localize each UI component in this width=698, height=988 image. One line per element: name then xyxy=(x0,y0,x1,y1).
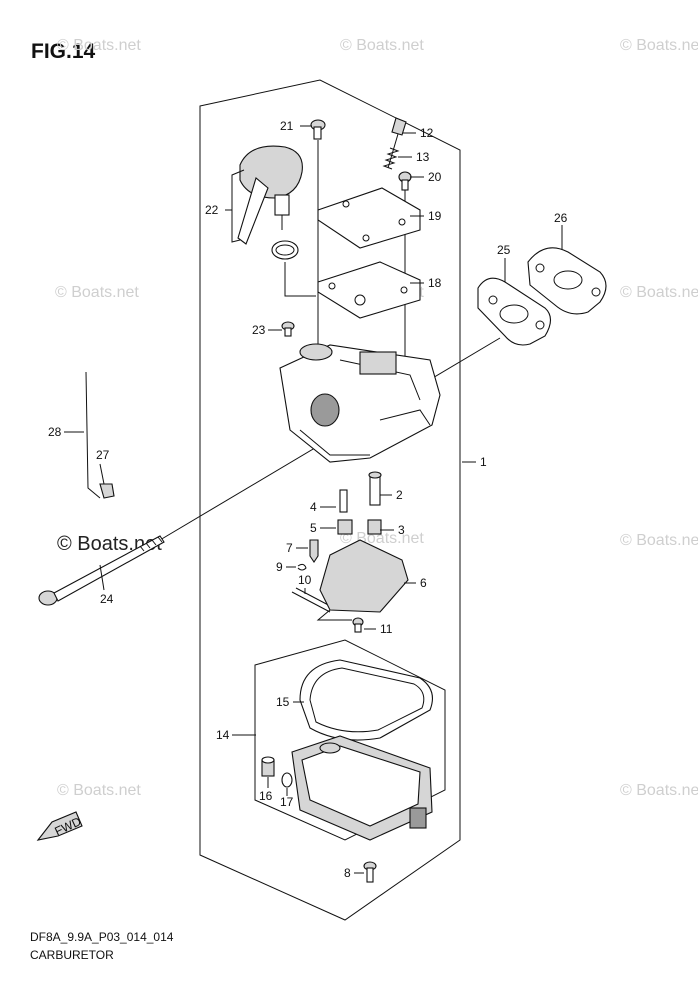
jet-3-part xyxy=(367,519,382,535)
rod-clip-27-part xyxy=(99,483,115,499)
screw-11-part xyxy=(352,617,364,633)
callout-23: 23 xyxy=(252,323,266,337)
callout-4: 4 xyxy=(310,500,317,514)
callout-21: 21 xyxy=(280,119,294,133)
pilot-jet-4-part xyxy=(339,489,348,513)
callout-8: 8 xyxy=(344,866,351,880)
callout-19: 19 xyxy=(428,209,442,223)
callout-16: 16 xyxy=(259,789,273,803)
watermark: © Boats.net xyxy=(620,37,698,54)
callout-20: 20 xyxy=(428,170,442,184)
callout-numbers: 1 2 3 4 5 6 7 8 9 10 11 12 13 14 15 16 1… xyxy=(48,119,568,880)
drain-screw-16-part xyxy=(261,756,275,777)
assembly-outline xyxy=(199,79,461,921)
callout-14: 14 xyxy=(216,728,230,742)
screw-12-part xyxy=(387,117,407,169)
callout-22: 22 xyxy=(205,203,219,217)
watermark: © Boats.net xyxy=(620,284,698,301)
spring-13-part xyxy=(382,147,400,170)
fwd-label: FWD xyxy=(53,814,84,838)
callout-10: 10 xyxy=(298,573,312,587)
needle-valve-7-part xyxy=(309,539,319,563)
insulator-26-part xyxy=(527,247,607,315)
watermark: © Boats.net xyxy=(55,284,139,301)
gasket-18-part xyxy=(317,261,421,319)
carburetor-body-part xyxy=(279,343,441,463)
choke-knob-part xyxy=(237,145,303,245)
gasket-25-part xyxy=(477,277,552,346)
callout-1: 1 xyxy=(480,455,487,469)
callout-11: 11 xyxy=(380,622,393,636)
watermarks: © Boats.net © Boats.net © Boats.net © Bo… xyxy=(55,37,698,799)
fwd-arrow-icon: FWD xyxy=(36,811,84,841)
figure-title: FIG.14 xyxy=(31,40,96,63)
callout-12: 12 xyxy=(420,126,434,140)
through-bolt-24-part xyxy=(38,535,165,606)
plug-5-part xyxy=(337,519,353,535)
screw-21-part xyxy=(310,119,326,360)
callout-3: 3 xyxy=(398,523,405,537)
callout-6: 6 xyxy=(420,576,427,590)
callout-24: 24 xyxy=(100,592,114,606)
float-bowl-group-outline xyxy=(254,639,446,841)
watermark: © Boats.net xyxy=(620,782,698,799)
o-ring-part xyxy=(271,240,299,260)
watermark: © Boats.net xyxy=(57,782,141,799)
o-ring-17-part xyxy=(281,772,293,788)
callout-7: 7 xyxy=(286,541,293,555)
float-bowl-14-part xyxy=(291,735,433,841)
choke-rod-28-part xyxy=(85,371,101,499)
float-6-part xyxy=(319,539,409,613)
callout-25: 25 xyxy=(497,243,511,257)
bowl-gasket-15-part xyxy=(299,659,433,741)
watermark: © Boats.net xyxy=(620,532,698,549)
callout-5: 5 xyxy=(310,521,317,535)
watermark: © Boats.net xyxy=(340,37,424,54)
callout-17: 17 xyxy=(280,795,294,809)
callout-9: 9 xyxy=(276,560,283,574)
clip-9-part xyxy=(297,563,307,571)
leader-lines xyxy=(64,125,563,874)
callout-26: 26 xyxy=(554,211,568,225)
main-jet-2-part xyxy=(368,471,382,506)
callout-28: 28 xyxy=(48,425,62,439)
watermark: © Boats.net xyxy=(57,37,141,54)
figure-name: CARBURETOR xyxy=(30,948,114,962)
callout-15: 15 xyxy=(276,695,290,709)
figure-code: DF8A_9.9A_P03_014_014 xyxy=(30,930,174,944)
callout-27: 27 xyxy=(96,448,110,462)
callout-2: 2 xyxy=(396,488,403,502)
callout-13: 13 xyxy=(416,150,430,164)
screw-8-part xyxy=(363,861,377,883)
screw-23-part xyxy=(281,321,295,337)
callout-18: 18 xyxy=(428,276,442,290)
